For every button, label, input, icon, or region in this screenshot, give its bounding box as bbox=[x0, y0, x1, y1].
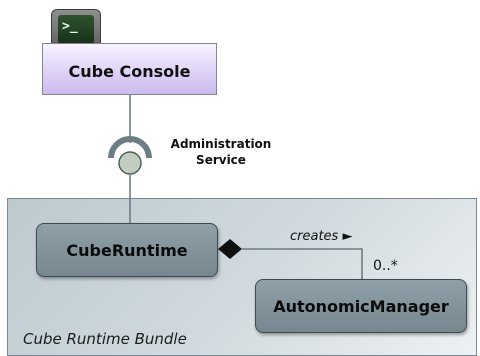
composition-diamond bbox=[218, 239, 242, 259]
autonomic-manager-label: AutonomicManager bbox=[273, 296, 449, 316]
service-label-line1: Administration bbox=[170, 137, 272, 151]
cube-console-label: Cube Console bbox=[68, 62, 191, 81]
cube-runtime-node[interactable]: CubeRuntime bbox=[36, 223, 218, 277]
creates-association-line bbox=[242, 248, 363, 279]
direction-arrow-icon: ► bbox=[342, 229, 353, 244]
cube-console-box[interactable] bbox=[42, 43, 217, 95]
service-label-line2: Service bbox=[196, 153, 246, 167]
terminal-prompt: >_ bbox=[58, 15, 94, 45]
provided-interface-lollipop bbox=[118, 151, 142, 175]
association-name: creates bbox=[290, 229, 339, 244]
multiplicity-label: 0..* bbox=[373, 258, 398, 274]
cube-runtime-label: CubeRuntime bbox=[66, 240, 188, 260]
administration-service-label: Administration Service bbox=[160, 136, 282, 168]
required-interface-socket bbox=[108, 136, 152, 159]
bundle-label: Cube Runtime Bundle bbox=[23, 330, 187, 348]
creates-association-label: creates ► bbox=[290, 229, 352, 244]
autonomic-manager-node[interactable]: AutonomicManager bbox=[255, 279, 467, 333]
